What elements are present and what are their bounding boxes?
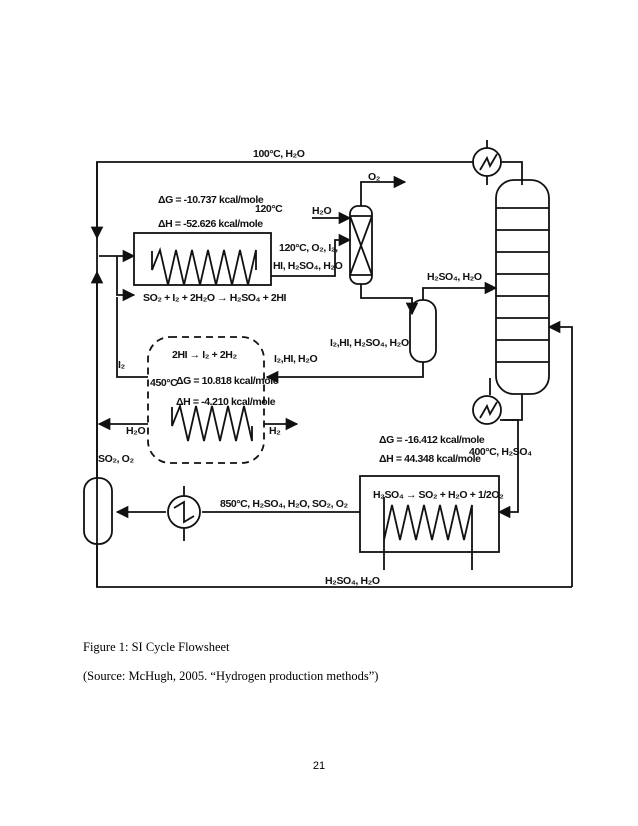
phase-separator — [409, 299, 437, 363]
h2o-left-label: H₂O — [126, 425, 145, 437]
figure-source: (Source: McHugh, 2005. “Hydrogen product… — [83, 669, 379, 683]
top-line-right — [500, 161, 523, 185]
h2so4-h2o-label: H₂SO₄, H₂O — [427, 271, 482, 283]
sulfuric-dh: ΔH = 44.348 kcal/mole — [379, 453, 481, 465]
hi-to-decomposer — [265, 362, 424, 384]
separator-bottom — [360, 284, 419, 316]
top-stream-label: 100°C, H₂O — [253, 148, 305, 160]
figure-caption: Figure 1: SI Cycle Flowsheet — [83, 640, 230, 654]
bunsen-out-label-1: 120°C, O₂, I₂, — [279, 242, 338, 254]
to-sulfuric-reactor — [497, 419, 519, 519]
bunsen-coil — [151, 246, 257, 286]
h2-label: H₂ — [269, 425, 281, 437]
sulfuric-coil — [383, 497, 473, 570]
bunsen-dg: ΔG = -10.737 kcal/mole — [158, 194, 264, 206]
so2-separator — [83, 477, 113, 545]
bottom-stream-label: H₂SO₄, H₂O — [325, 575, 380, 587]
o2-outlet — [360, 175, 407, 206]
bottom-loop — [96, 544, 572, 588]
bunsen-out-label-2: HI, H₂SO₄, H₂O — [273, 260, 343, 272]
bunsen-dh: ΔH = -52.626 kcal/mole — [158, 218, 263, 230]
h2so4-to-column — [422, 281, 498, 300]
top-recycle-line — [96, 161, 473, 587]
hi-dg: ΔG = 10.818 kcal/mole — [176, 375, 279, 387]
hi-dh: ΔH = -4.210 kcal/mole — [176, 396, 276, 408]
bunsen-temp: 120°C — [255, 203, 283, 215]
o2-label: O₂ — [368, 171, 381, 183]
sulfuric-reactor-box — [359, 475, 500, 553]
bunsen-reaction: SO₂ + I₂ + 2H₂O → H₂SO₄ + 2HI — [143, 292, 287, 304]
top-heat-exchanger — [472, 147, 502, 177]
mid-heat-exchanger — [472, 395, 502, 425]
hi-temp: 450°C — [150, 377, 178, 389]
hi-reaction: 2HI → I₂ + 2H₂ — [172, 349, 237, 361]
hi-mix-label: I₂,HI, H₂O — [274, 353, 317, 365]
sulfuric-temp-stream: 400°C, H₂SO₄ — [469, 446, 532, 458]
sulfuric-dg: ΔG = -16.412 kcal/mole — [379, 434, 485, 446]
i2-label: I₂ — [118, 359, 126, 371]
column-return — [547, 320, 573, 587]
sulfuric-reaction: H₂SO₄ → SO₂ + H₂O + 1/2O₂ — [373, 489, 504, 501]
i2-recycle — [116, 297, 148, 378]
so2-o2-label: SO₂, O₂ — [98, 453, 134, 465]
hot-stream-label: 850°C, H₂SO₄, H₂O, SO₂, O₂ — [220, 498, 348, 510]
hi-coil — [171, 402, 253, 442]
h2o-feed-label: H₂O — [312, 205, 331, 217]
sep-out-label: I₂,HI, H₂SO₄, H₂O — [330, 337, 409, 349]
bunsen-outlet — [271, 233, 352, 277]
hi-decomposer-box — [147, 336, 265, 464]
page-number: 21 — [312, 760, 326, 772]
bunsen-recycle-in — [116, 256, 136, 302]
column-bottom-out — [500, 394, 523, 421]
